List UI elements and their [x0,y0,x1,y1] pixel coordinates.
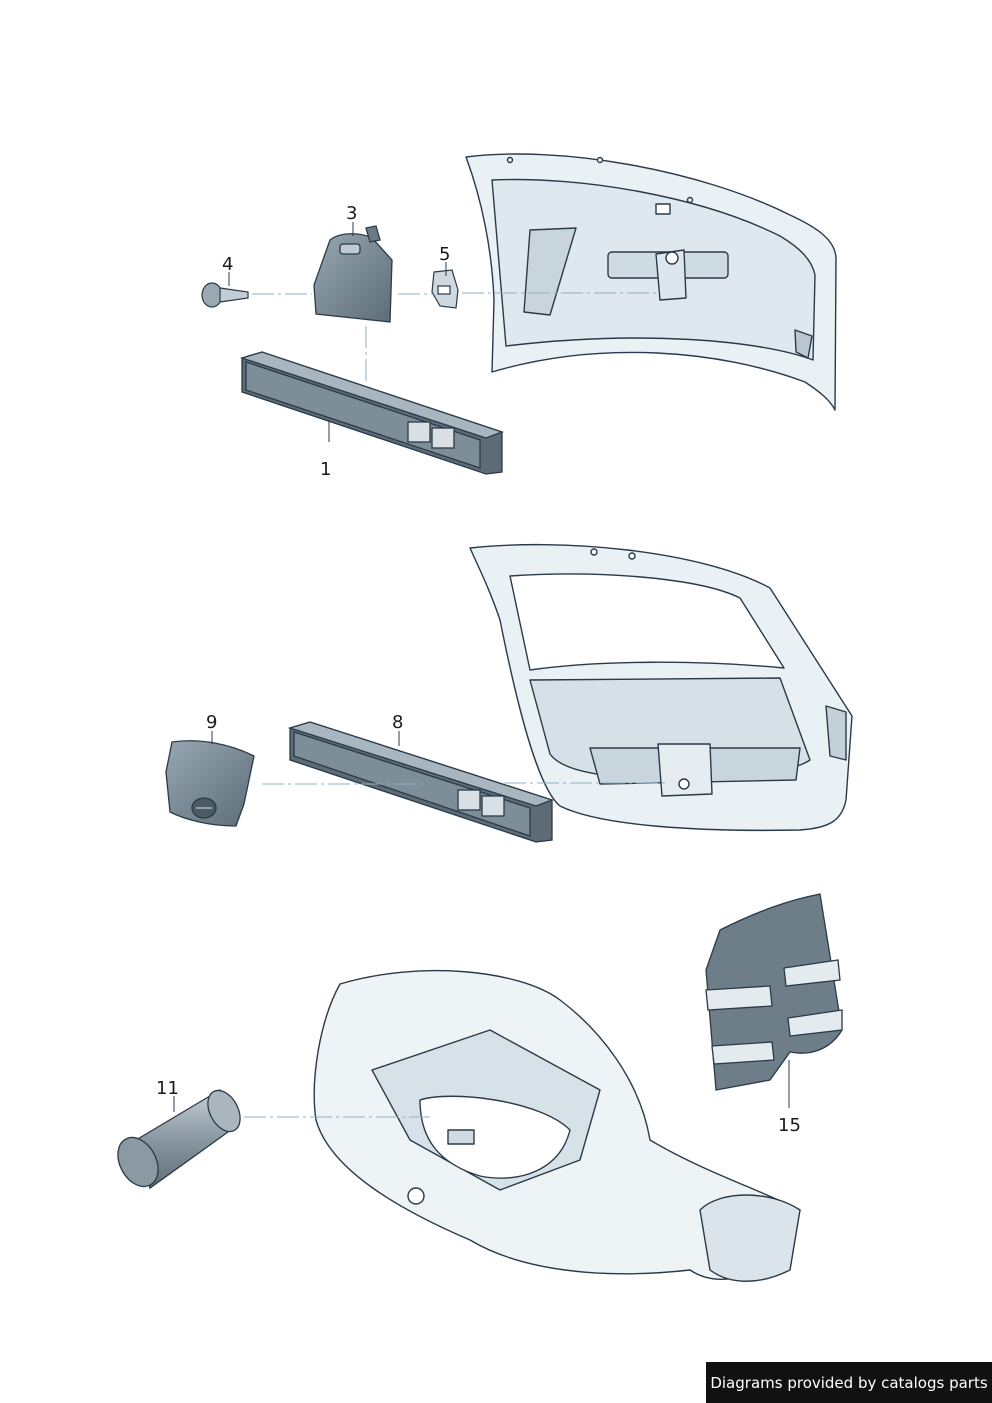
part-15-warning-vest [705,893,843,1091]
part-8-light-bar [287,721,554,843]
callout-5: 5 [439,244,451,265]
part-1-light-bar [239,351,504,475]
part-11-cylinder [117,1088,241,1190]
part-5-clip [431,269,459,309]
leader-lines-middle [262,782,668,785]
part-9-lamp-cover [165,740,255,827]
callout-9: 9 [206,712,218,733]
callout-3: 3 [346,203,358,224]
trunk-compartment-illustration [313,969,801,1282]
credit-badge: Diagrams provided by catalogs parts [706,1362,992,1403]
part-4-screw [201,282,249,308]
callout-11: 11 [156,1078,179,1099]
leader-lines-top [252,292,658,384]
callout-4: 4 [222,254,234,275]
callout-15: 15 [778,1115,801,1136]
callout-8: 8 [392,712,404,733]
callout-1: 1 [320,459,332,480]
callout-ticks [173,222,790,1112]
tailgate-illustration [469,543,853,832]
trunk-lid-illustration [465,153,837,411]
part-3-lamp-housing [313,225,393,323]
